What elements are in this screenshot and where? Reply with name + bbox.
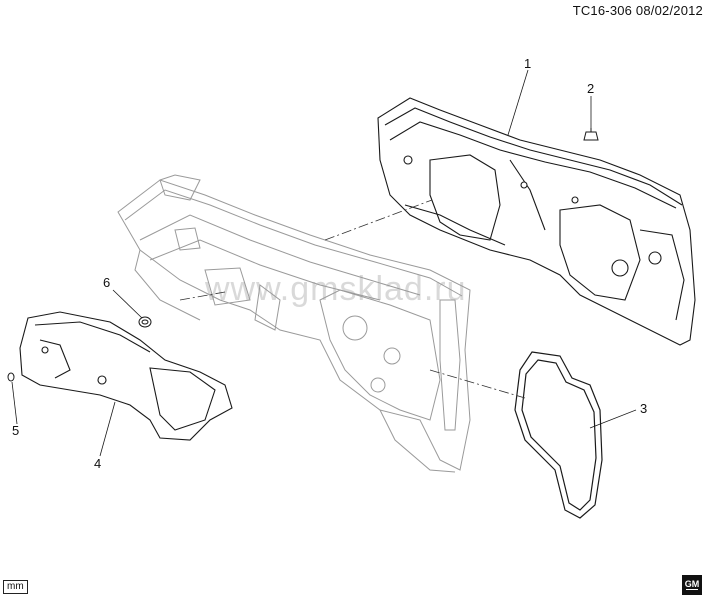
diagram-code-date: TC16-306 08/02/2012 — [572, 3, 703, 18]
callout-2: 2 — [587, 81, 594, 96]
gm-logo-icon: GM — [682, 575, 702, 595]
fastener-2 — [583, 128, 599, 141]
gm-logo-text: GM — [684, 579, 700, 589]
clip-6 — [138, 316, 152, 328]
callout-3: 3 — [640, 401, 647, 416]
leader-lines — [11, 69, 637, 457]
fastener-5 — [7, 372, 15, 382]
dash-insulator-panel — [377, 97, 696, 346]
unit-badge: mm — [3, 580, 28, 594]
alignment-lines — [179, 199, 526, 399]
callout-6: 6 — [103, 275, 110, 290]
insulator-4 — [19, 311, 233, 441]
dash-body-ghost — [117, 174, 471, 473]
callout-5: 5 — [12, 423, 19, 438]
callout-4: 4 — [94, 456, 101, 471]
seal-gasket-3 — [514, 351, 603, 519]
gm-logo-underline — [686, 589, 698, 590]
callout-1: 1 — [524, 56, 531, 71]
